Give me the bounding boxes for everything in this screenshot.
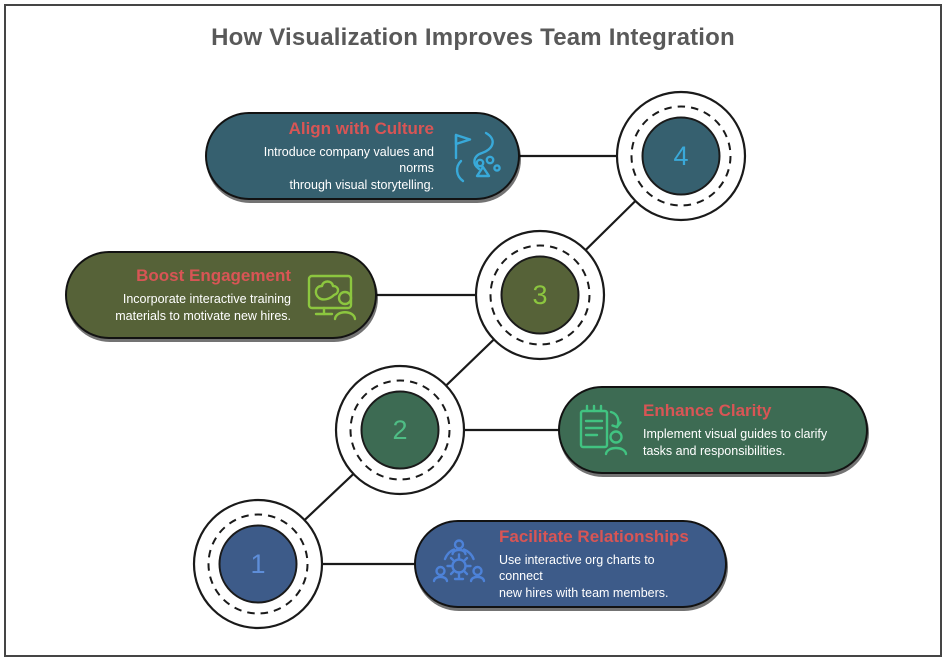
step2-title: Enhance Clarity <box>643 401 772 420</box>
step4-description: Introduce company values and norms throu… <box>263 144 434 192</box>
step-node-4: 4 <box>615 90 747 222</box>
step-node-1: 1 <box>192 498 324 630</box>
node4-inner-circle <box>641 116 721 196</box>
step4-title: Align with Culture <box>288 118 434 138</box>
node3-number: 3 <box>532 280 547 310</box>
node2-inner-circle <box>360 390 440 470</box>
team-gear-icon <box>431 536 487 592</box>
step2-text: Enhance Clarity Implement visual guides … <box>643 401 842 459</box>
page-title: How Visualization Improves Team Integrat… <box>211 24 735 51</box>
training-screen-icon <box>303 267 359 323</box>
journey-flag-icon <box>446 128 502 184</box>
connector-lines <box>257 154 682 566</box>
node1-inner-circle <box>218 524 298 604</box>
node1-dashed-ring <box>207 513 309 615</box>
step-node-2: 2 <box>334 364 466 496</box>
step3-description: Incorporate interactive training materia… <box>115 292 291 323</box>
step3-text: Boost Engagement Incorporate interactive… <box>93 266 291 324</box>
node3-dashed-ring <box>489 244 591 346</box>
step-card-2: Enhance Clarity Implement visual guides … <box>558 386 868 474</box>
node2-dashed-ring <box>349 379 451 481</box>
node1-number: 1 <box>250 549 265 579</box>
node4-dashed-ring <box>630 105 732 207</box>
step-node-3: 3 <box>474 229 606 361</box>
step-card-4: Align with Culture Introduce company val… <box>205 112 520 200</box>
step4-text: Align with Culture Introduce company val… <box>233 119 434 194</box>
node2-number: 2 <box>392 415 407 445</box>
step1-text: Facilitate Relationships Use interactive… <box>499 527 701 602</box>
step-card-1: Facilitate Relationships Use interactive… <box>414 520 727 608</box>
step1-title: Facilitate Relationships <box>499 526 689 546</box>
node3-inner-circle <box>500 255 580 335</box>
step-card-3: Boost Engagement Incorporate interactive… <box>65 251 377 339</box>
step1-description: Use interactive org charts to connect ne… <box>499 552 669 600</box>
step2-description: Implement visual guides to clarify tasks… <box>643 427 828 458</box>
checklist-assign-icon <box>575 402 631 458</box>
step3-title: Boost Engagement <box>136 266 291 285</box>
node4-number: 4 <box>673 141 688 171</box>
